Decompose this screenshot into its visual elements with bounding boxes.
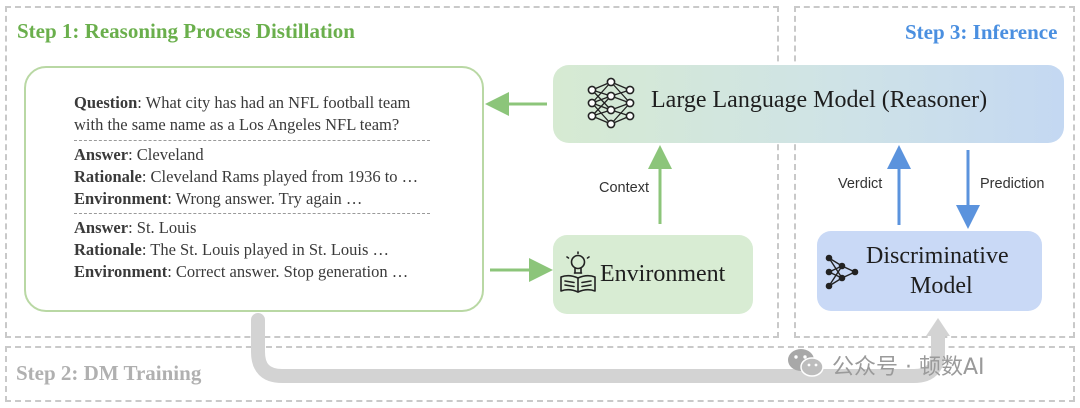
question-line-1: Question: What city has had an NFL footb… (74, 93, 411, 112)
question-line-2: with the same name as a Los Angeles NFL … (74, 115, 400, 134)
watermark-text: 公众号 · 顿数AI (832, 355, 985, 380)
llm-node (553, 65, 1064, 143)
environment-feedback-1: Environment: Wrong answer. Try again … (74, 189, 363, 208)
prediction-label: Prediction (980, 176, 1045, 192)
reasoning-example-box (24, 66, 484, 312)
separator-2 (74, 213, 430, 214)
neural-network-icon (587, 77, 635, 129)
rationale-2: Rationale: The St. Louis played in St. L… (74, 240, 390, 259)
separator-1 (74, 140, 430, 141)
dm-label-line2: Model (910, 273, 973, 299)
step2-title: Step 2: DM Training (16, 361, 202, 385)
environment-node (553, 235, 753, 314)
book-lightbulb-icon (560, 251, 596, 293)
step2-panel (5, 346, 1075, 402)
environment-feedback-2: Environment: Correct answer. Stop genera… (74, 262, 409, 281)
answer-1: Answer: Cleveland (74, 145, 204, 164)
context-label: Context (599, 180, 649, 196)
rationale-1: Rationale: Cleveland Rams played from 19… (74, 167, 419, 186)
step3-title: Step 3: Inference (905, 20, 1058, 44)
dm-label-line1: Discriminative (866, 243, 1009, 269)
wechat-icon (788, 349, 824, 377)
llm-label: Large Language Model (Reasoner) (651, 87, 988, 113)
step1-panel (5, 6, 779, 338)
step1-title: Step 1: Reasoning Process Distillation (17, 19, 355, 43)
neural-network-small-icon (825, 254, 859, 290)
verdict-label: Verdict (838, 176, 883, 192)
answer-2: Answer: St. Louis (74, 218, 197, 237)
environment-label: Environment (600, 261, 726, 287)
